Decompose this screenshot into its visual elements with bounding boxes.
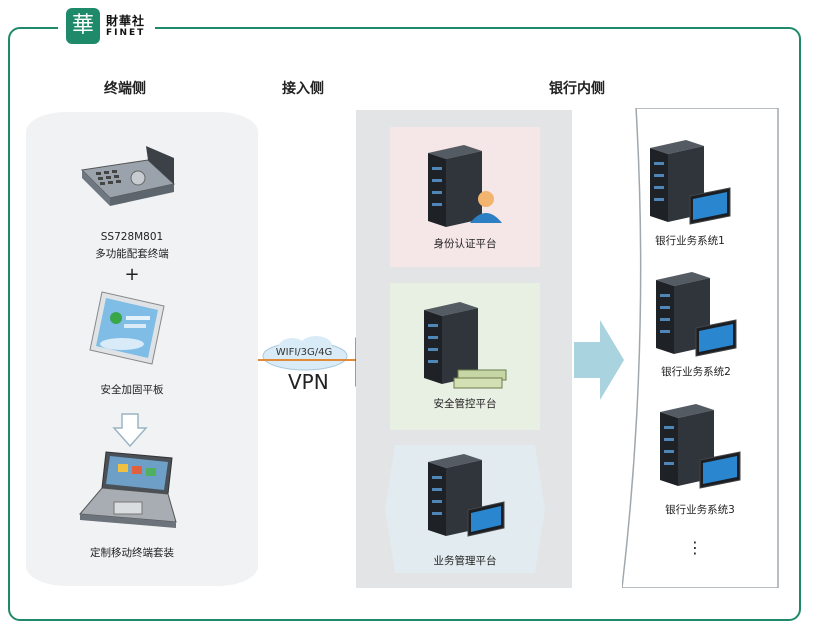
vpn-label: VPN (288, 370, 329, 394)
bank-system1-server-icon (650, 140, 731, 225)
plus-sign: + (124, 264, 140, 285)
security-platform-label: 安全管控平台 (433, 398, 497, 410)
connection-line (258, 359, 356, 361)
logo-name-en: FINET (106, 27, 146, 38)
bank-system1-label: 银行业务系统1 (655, 235, 725, 247)
down-arrow-icon (112, 413, 148, 448)
heading-terminal: 终端侧 (104, 81, 146, 97)
identity-server-icon (428, 145, 502, 227)
business-platform-label: 业务管理平台 (433, 555, 497, 567)
heading-bank: 银行内侧 (549, 81, 605, 97)
device2-name: 安全加固平板 (100, 384, 164, 396)
finet-logo: 華 財華社 FINET (58, 6, 156, 46)
more-systems-ellipsis: ⋮ (687, 538, 703, 557)
identity-platform-label: 身份认证平台 (433, 238, 497, 250)
diagram-frame (8, 27, 801, 621)
bank-system3-label: 银行业务系统3 (665, 504, 735, 516)
multifunction-terminal-icon (80, 146, 176, 206)
bank-system2-server-icon (656, 272, 737, 357)
network-label: WIFI/3G/4G (275, 347, 333, 358)
device1-model: SS728M801 (100, 231, 164, 243)
bank-system3-server-icon (660, 404, 741, 489)
device3-name: 定制移动终端套装 (90, 547, 174, 559)
tablet-icon (89, 291, 165, 365)
logo-name-cn: 財華社 (106, 13, 146, 28)
cloud-icon (262, 336, 348, 371)
mobile-terminal-kit-icon (78, 451, 177, 528)
bank-system2-label: 银行业务系统2 (661, 366, 731, 378)
security-server-icon (424, 302, 507, 389)
device1-name: 多功能配套终端 (95, 248, 169, 260)
right-arrow-icon (574, 320, 624, 400)
logo-seal: 華 (66, 8, 100, 44)
business-server-icon (428, 454, 505, 537)
heading-access: 接入侧 (282, 81, 324, 97)
